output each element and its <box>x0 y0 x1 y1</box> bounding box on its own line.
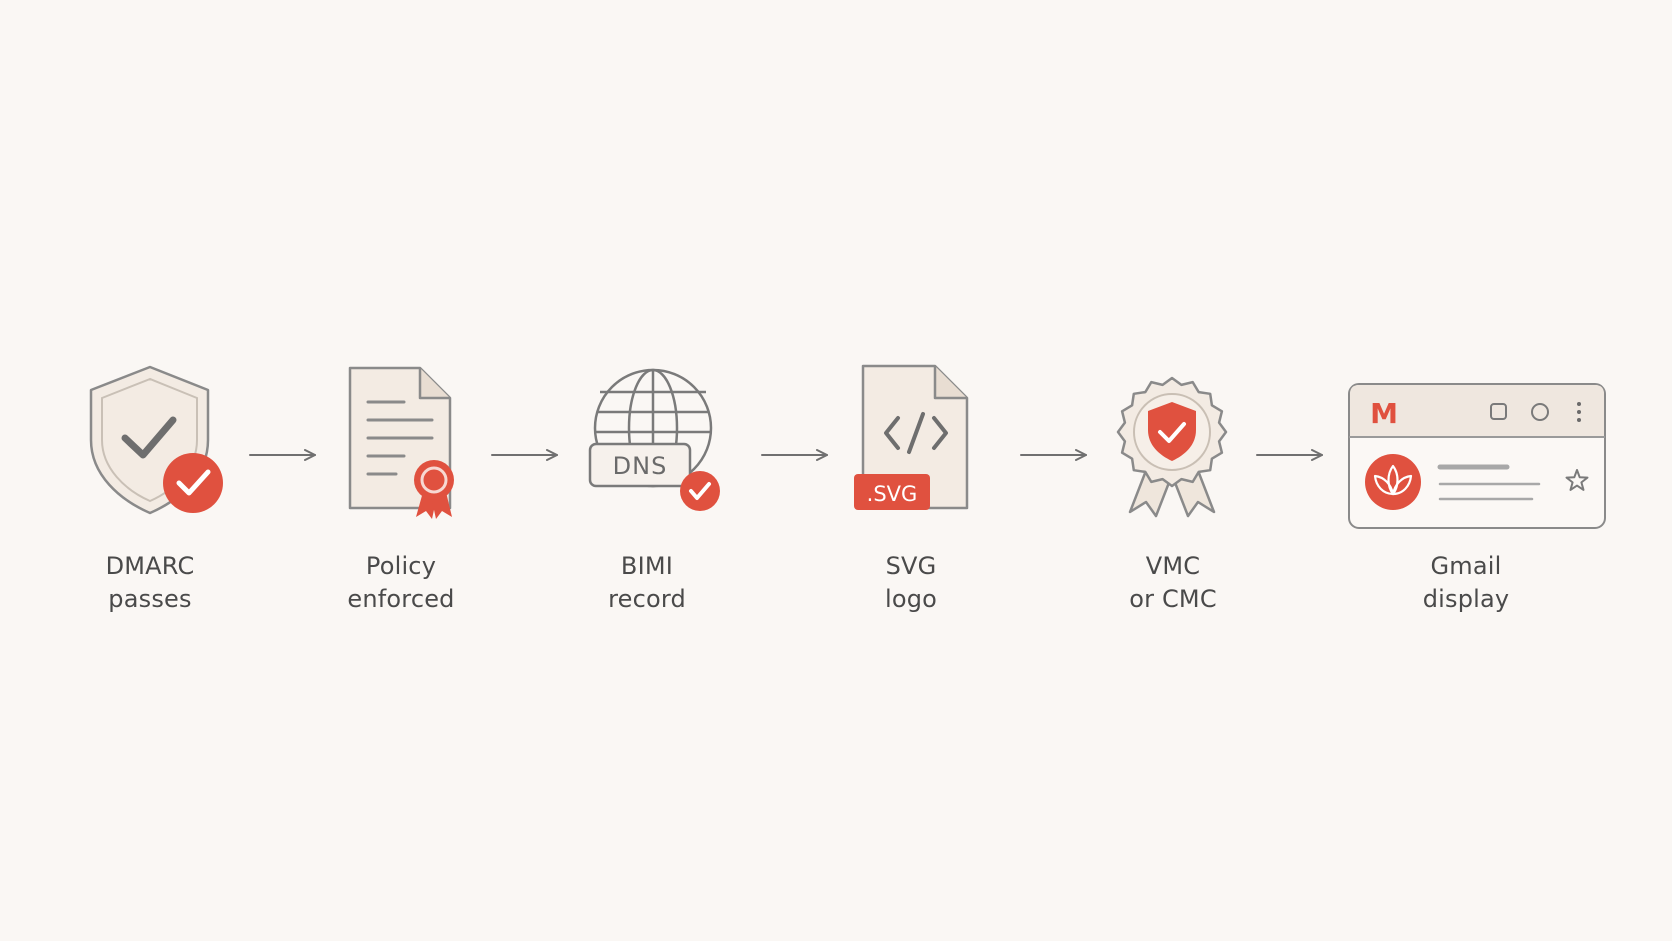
globe-dns-icon: DNS <box>588 368 720 511</box>
step-label-line2: passes <box>108 585 192 613</box>
step-label-line2: record <box>608 585 686 613</box>
brand-logo-avatar-icon <box>1365 454 1421 510</box>
step-label-line1: BIMI <box>620 552 674 580</box>
kebab-menu-icon <box>1577 402 1581 422</box>
step-label-line2: enforced <box>347 585 455 613</box>
step-label-line1: Gmail <box>1430 552 1502 580</box>
step-label-line1: DMARC <box>105 552 195 580</box>
seal-ribbon-icon <box>414 460 454 519</box>
step-label-dmarc: DMARC passes <box>20 550 280 616</box>
step-label-line1: VMC <box>1145 552 1201 580</box>
gmail-logo-icon: M <box>1370 397 1398 430</box>
document-seal-icon <box>348 366 454 519</box>
check-badge-icon <box>163 453 223 513</box>
step-label-line1: SVG <box>885 552 937 580</box>
maximize-icon <box>1490 403 1507 420</box>
svg-file-icon: .SVG <box>854 364 969 510</box>
svg-badge-text: .SVG <box>867 482 918 506</box>
step-label-line2: display <box>1422 585 1510 613</box>
dns-tag-text: DNS <box>613 452 668 480</box>
step-label-line2: or CMC <box>1129 585 1217 613</box>
certificate-badge-icon <box>1116 376 1228 518</box>
step-label-vmc: VMC or CMC <box>1043 550 1303 616</box>
step-label-svg: SVG logo <box>781 550 1041 616</box>
circle-icon <box>1531 403 1549 421</box>
step-label-policy: Policy enforced <box>271 550 531 616</box>
step-label-line2: logo <box>884 585 938 613</box>
shield-check-icon <box>89 365 223 515</box>
step-label-line1: Policy <box>365 552 437 580</box>
check-badge-icon <box>680 471 720 511</box>
gmail-window-icon: M <box>1348 383 1606 529</box>
step-label-gmail: Gmail display <box>1336 550 1596 616</box>
step-label-bimi: BIMI record <box>517 550 777 616</box>
star-icon <box>1565 469 1589 491</box>
